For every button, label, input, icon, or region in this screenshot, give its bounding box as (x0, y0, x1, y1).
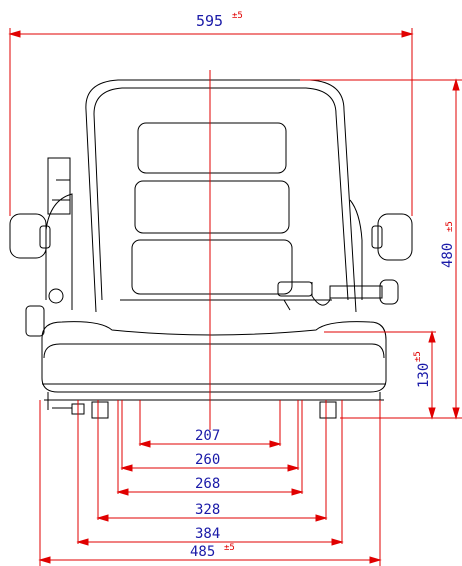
dimension-labels: 595 ±5 480 ±5 130 ±5 207 260 268 328 384… (190, 11, 456, 560)
label-384: 384 (195, 526, 220, 542)
backrest-panel-3 (131, 239, 293, 295)
label-328: 328 (195, 502, 220, 518)
label-595: 595 (196, 12, 223, 30)
backrest-inner (93, 87, 349, 301)
backrest-panel-2 (134, 180, 290, 234)
seat-cushion (41, 321, 387, 393)
label-485: 485 (190, 544, 215, 560)
seat-outline (9, 79, 413, 419)
label-260: 260 (195, 452, 220, 468)
label-485-tol: ±5 (224, 543, 235, 553)
label-480-tol: ±5 (445, 221, 455, 232)
label-595-tol: ±5 (232, 11, 243, 21)
seat-base (44, 392, 384, 419)
seat-belt (277, 279, 399, 311)
label-130: 130 (416, 363, 432, 388)
label-207: 207 (195, 428, 220, 444)
label-480: 480 (440, 243, 456, 268)
right-armrest (377, 213, 413, 261)
left-armrest (9, 213, 47, 259)
backrest-panel-1 (137, 122, 287, 174)
dimension-lines (8, 28, 462, 566)
label-268: 268 (195, 476, 220, 492)
backrest (85, 79, 357, 313)
label-130-tol: ±5 (413, 351, 423, 362)
